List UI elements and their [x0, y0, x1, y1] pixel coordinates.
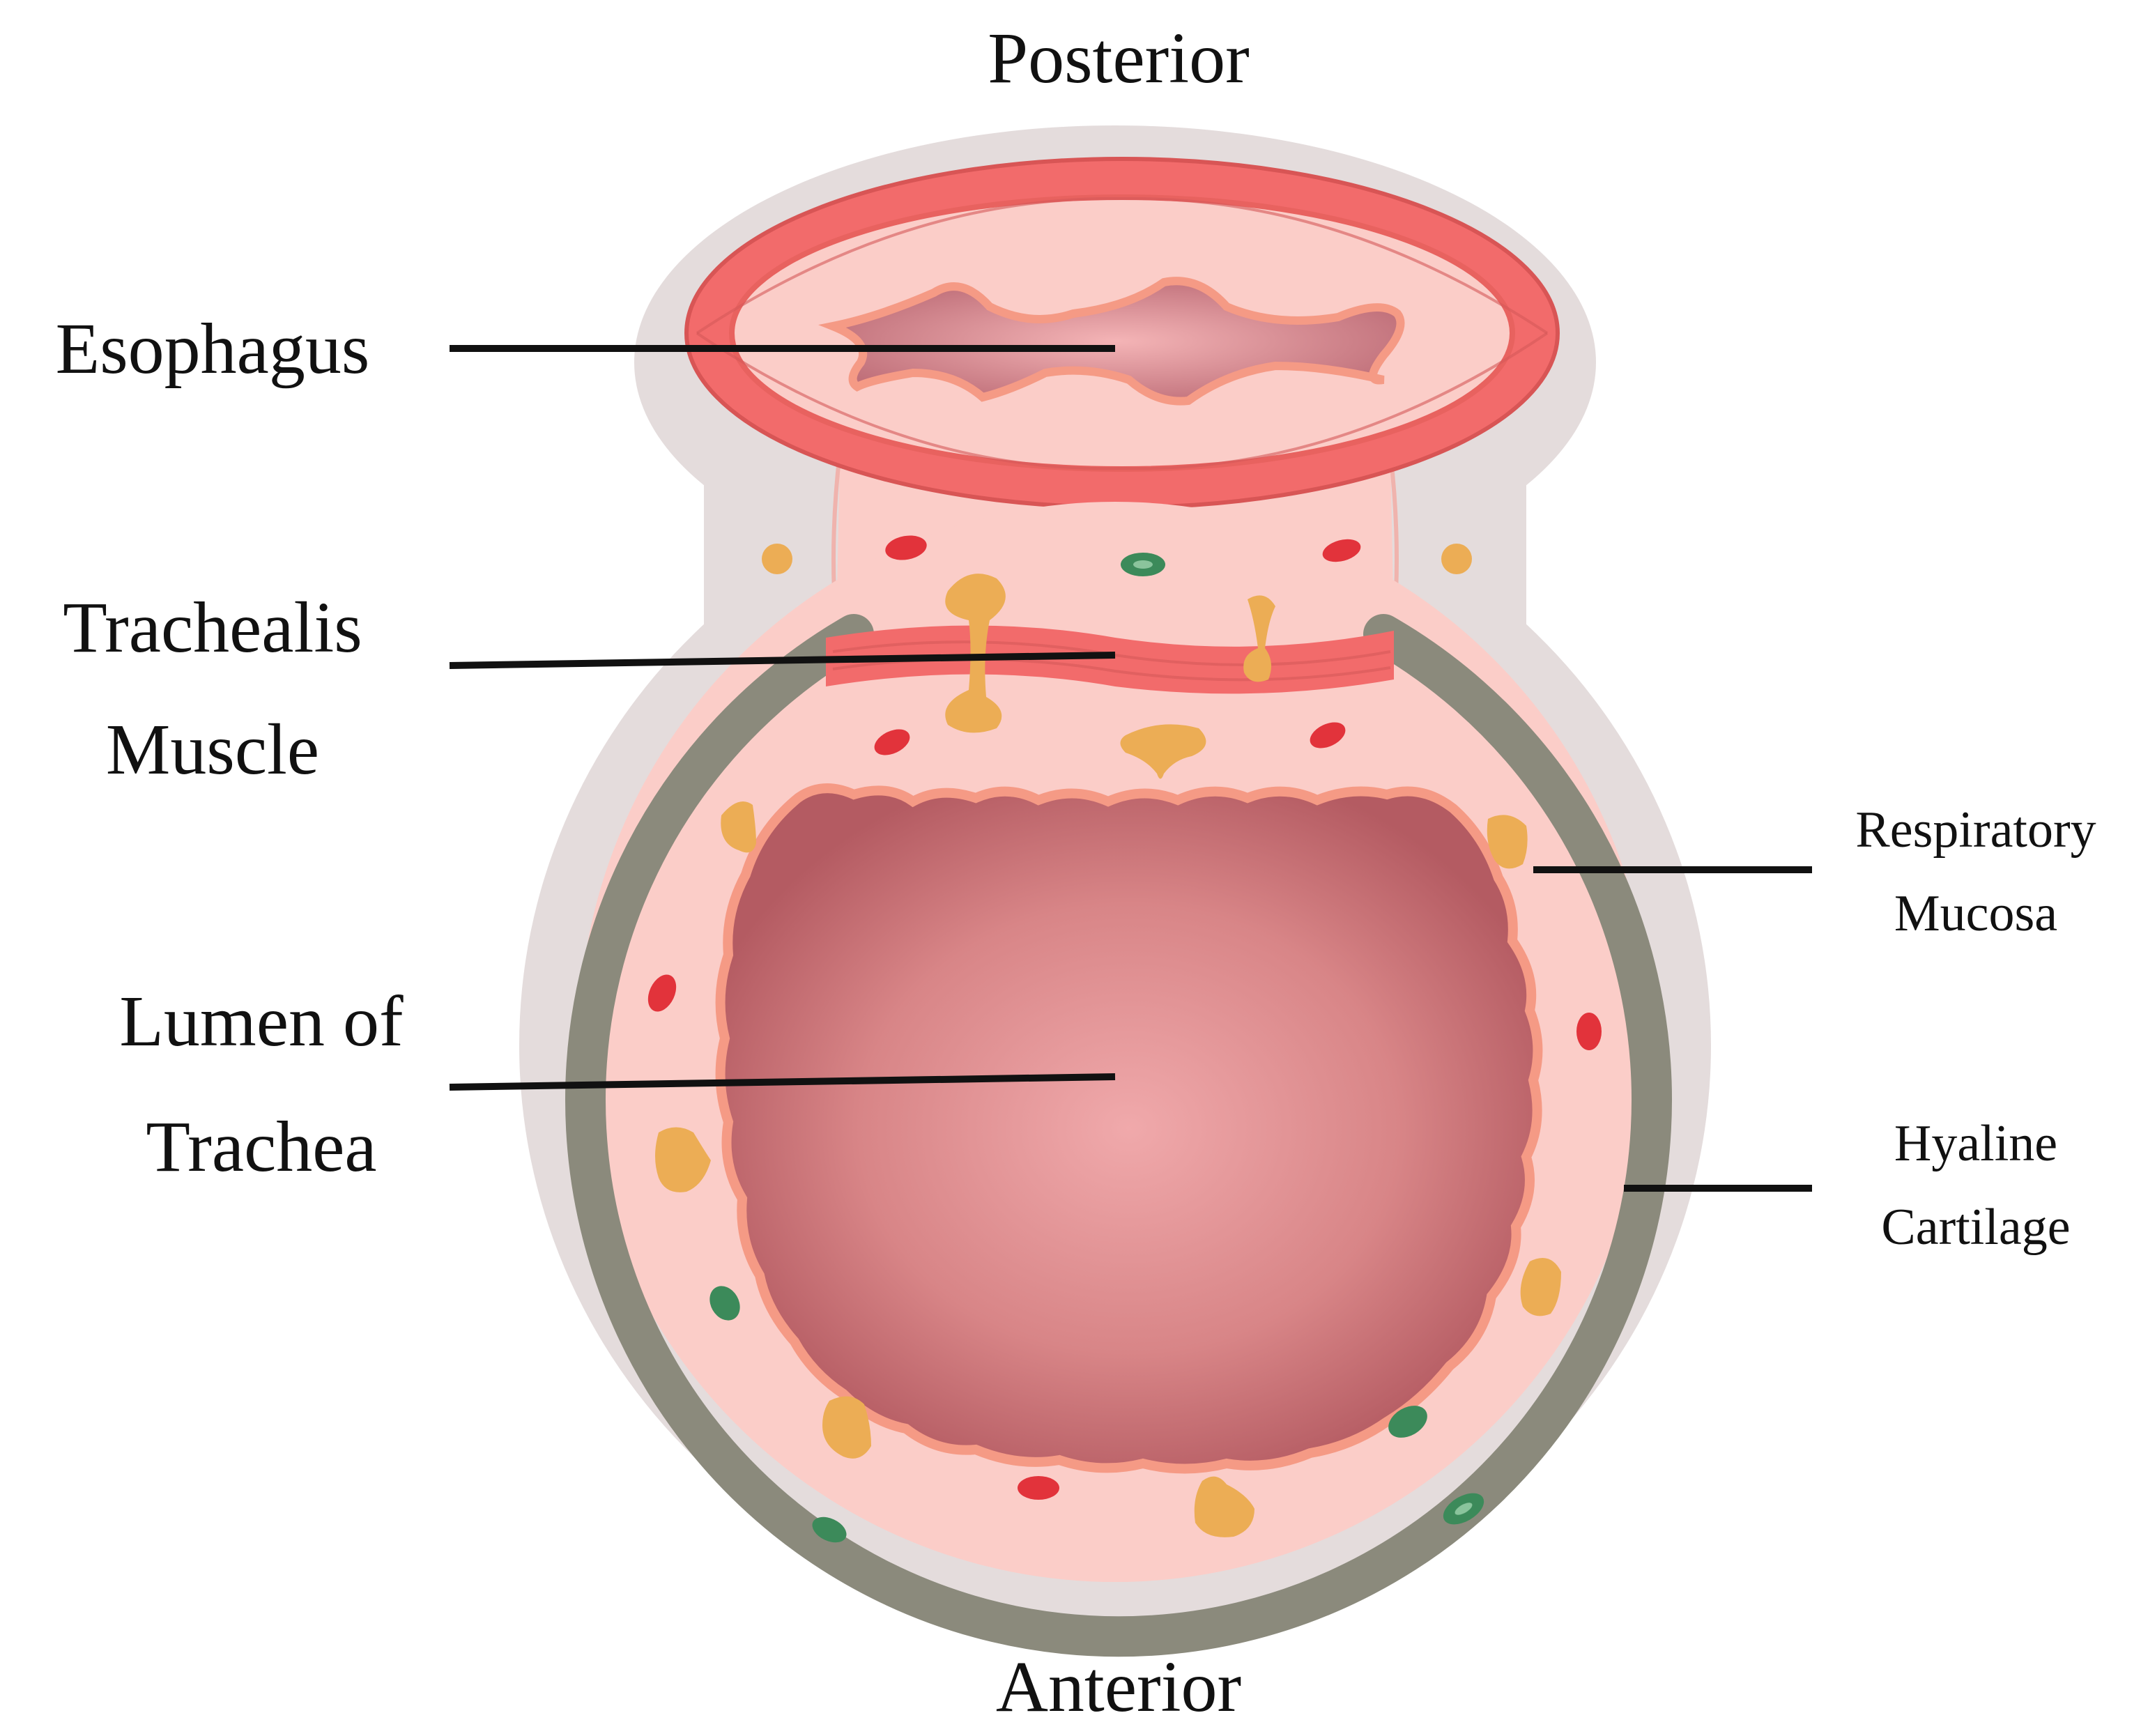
lumen-leader [449, 1073, 1116, 1091]
mucosa-label-line1: Respiratory [1855, 801, 2096, 859]
cartilage-label-line2: Cartilage [1881, 1199, 2070, 1256]
mucosa-label-line2: Mucosa [1894, 885, 2057, 942]
anterior-label: Anterior [996, 1647, 1241, 1727]
trachealis-leader [449, 652, 1116, 669]
lumen-label-line1: Lumen of [119, 981, 404, 1061]
trachealis-label-line2: Muscle [106, 709, 319, 790]
tracheal-lumen [715, 783, 1543, 1474]
leader-lines [449, 345, 1812, 1192]
lumen-label-line2: Trachea [146, 1107, 376, 1187]
text-labels: Posterior Anterior Esophagus Trachealis … [56, 18, 2096, 1727]
esophagus-lumen [818, 277, 1405, 406]
esophagus [684, 157, 1560, 509]
hyaline-cartilage [565, 614, 1672, 1657]
trachealis-label-line1: Trachealis [63, 587, 362, 668]
respiratory-mucosa [715, 783, 1543, 1474]
posterior-label: Posterior [988, 18, 1250, 98]
cartilage-label-line1: Hyaline [1894, 1115, 2057, 1172]
esophagus-label: Esophagus [56, 309, 370, 389]
submucosal-glands [655, 544, 1561, 1537]
blood-vessels [647, 535, 1602, 1543]
